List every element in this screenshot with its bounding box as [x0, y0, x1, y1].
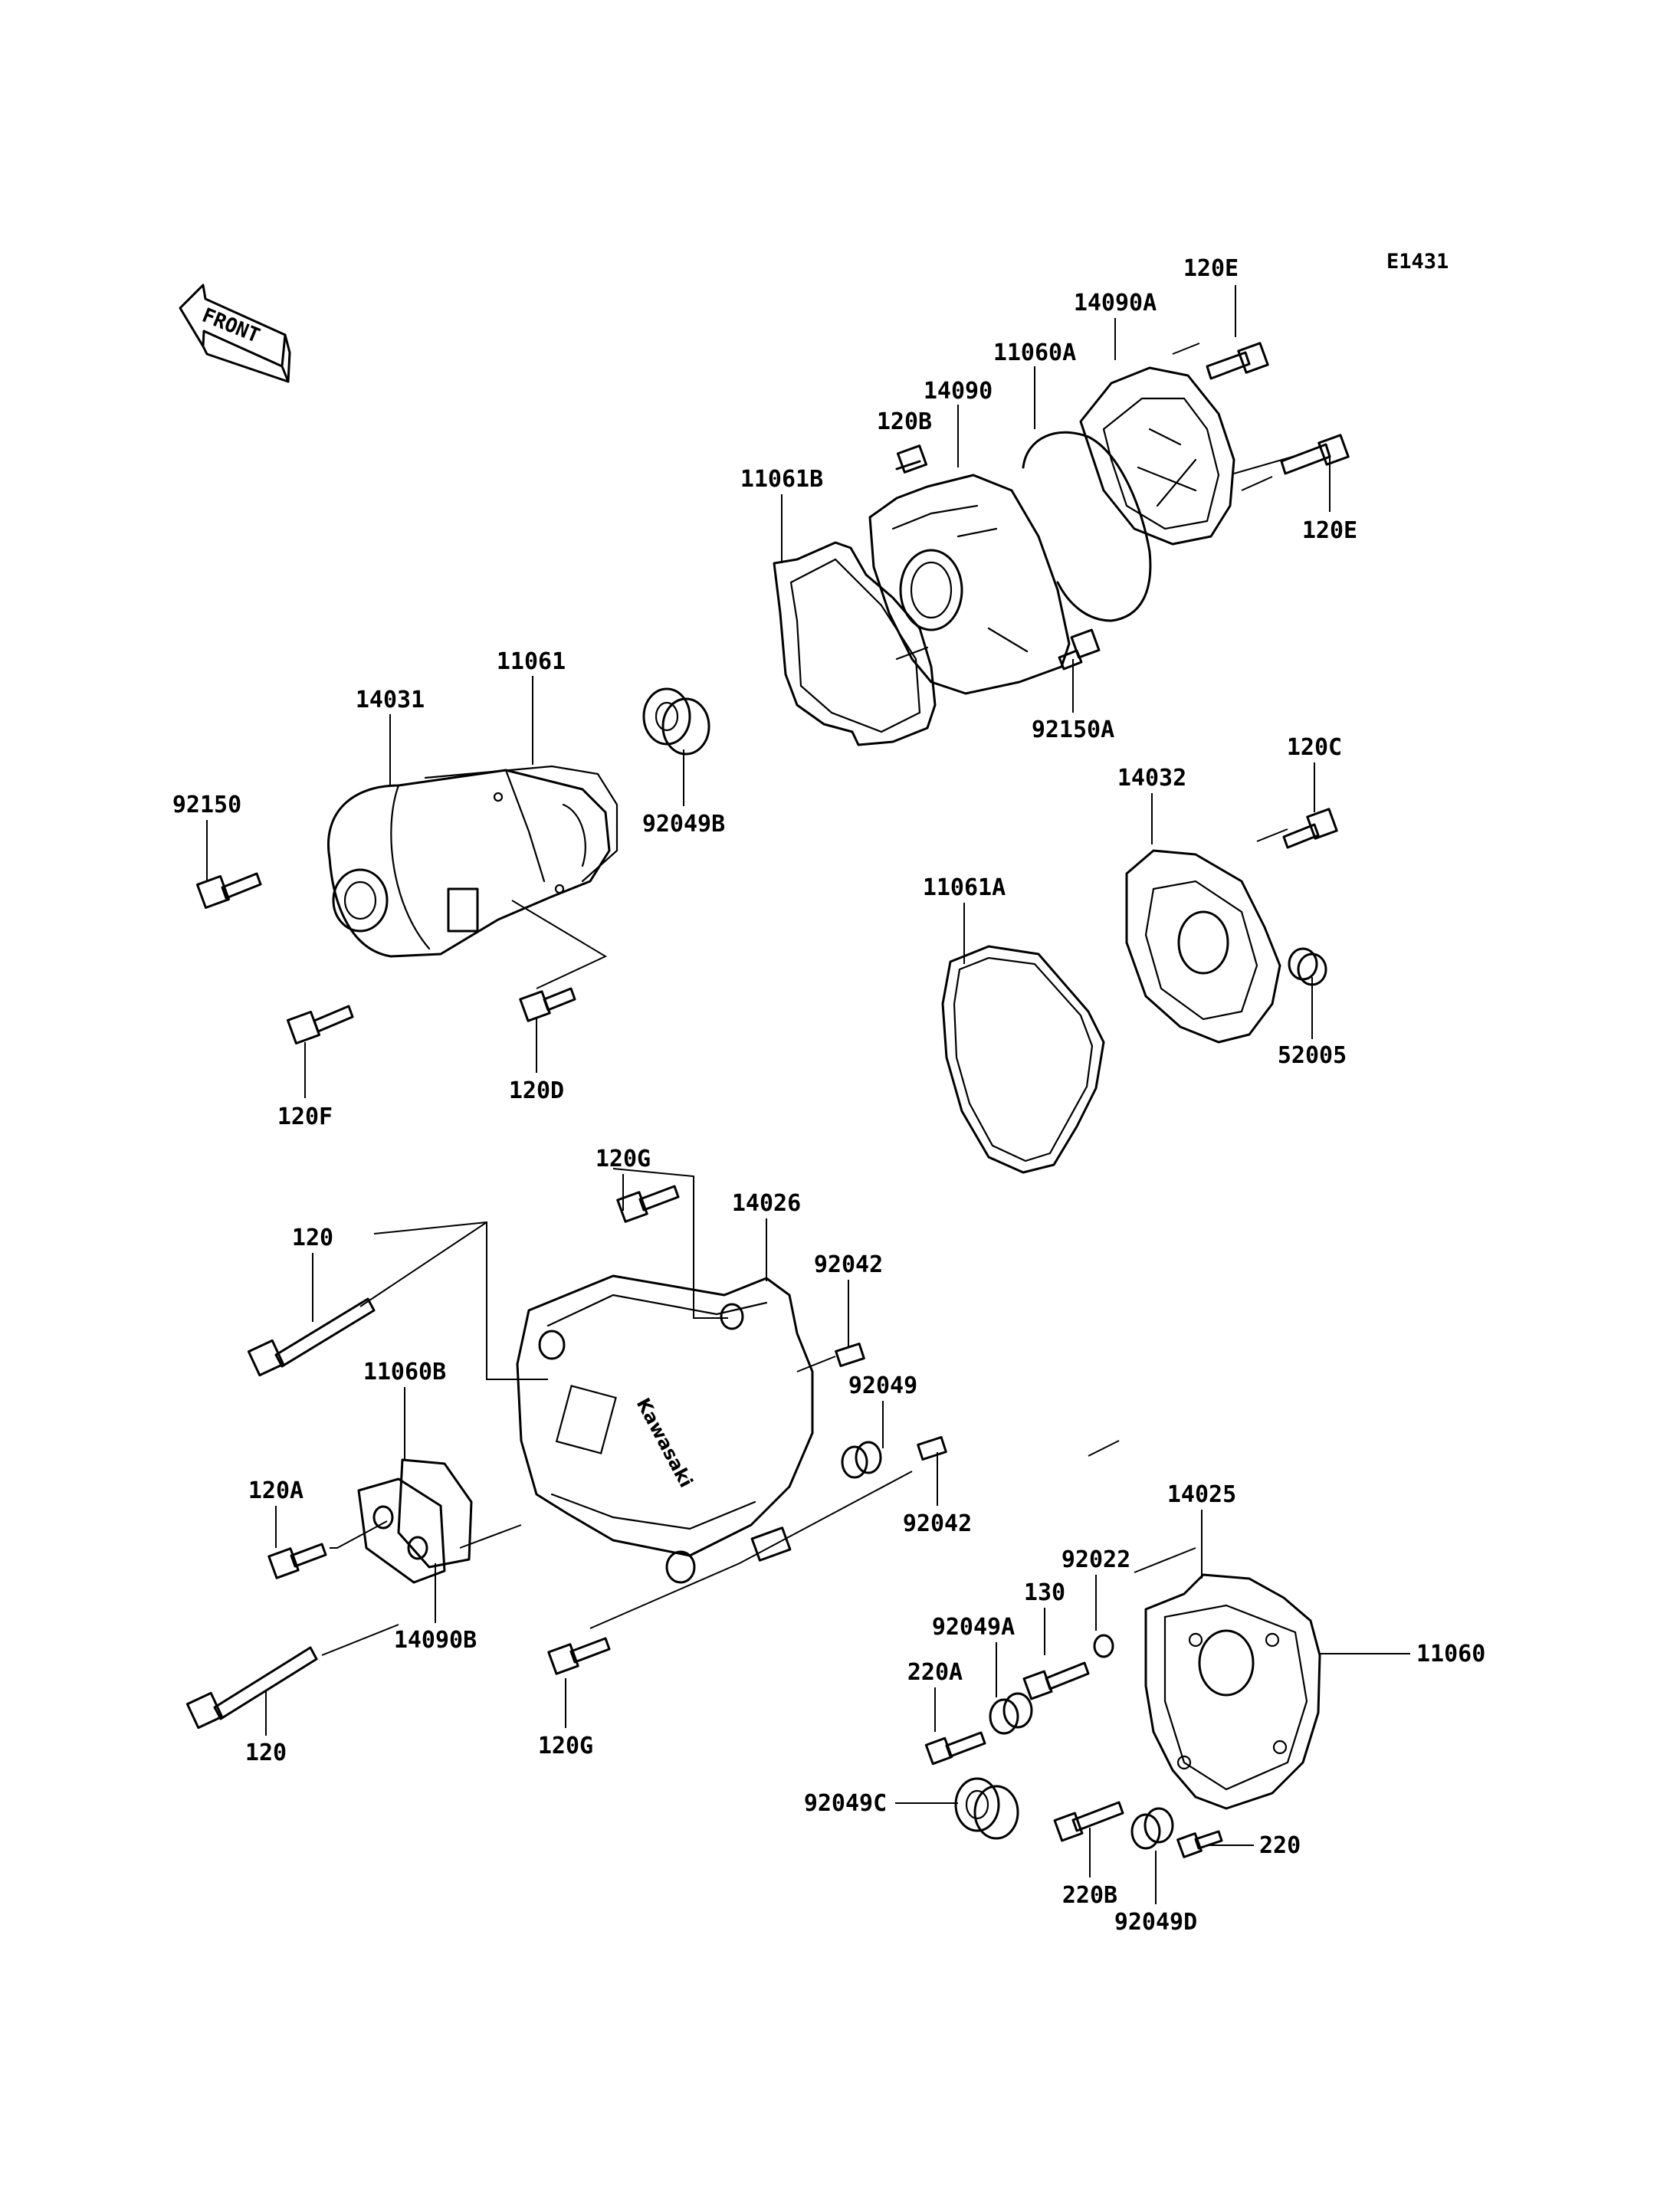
gasket-11061B — [773, 541, 937, 746]
plate-14090B — [357, 1477, 446, 1584]
label-220A: 220A — [907, 1659, 963, 1686]
label-120E-right: 120E — [1302, 517, 1357, 544]
collar-92049D — [1130, 1807, 1174, 1850]
gasket-11060B — [397, 1458, 473, 1569]
label-92150: 92150 — [172, 792, 241, 818]
label-11060A: 11060A — [993, 339, 1076, 366]
drawing-code: E1431 — [1386, 250, 1449, 274]
label-52005: 52005 — [1278, 1042, 1347, 1069]
cover-14031 — [327, 769, 611, 958]
bolt-120C — [1282, 808, 1338, 849]
label-92049D: 92049D — [1114, 1909, 1197, 1936]
label-14026: 14026 — [732, 1190, 801, 1217]
bolt-120G-top — [616, 1185, 680, 1223]
label-14090A: 14090A — [1074, 290, 1157, 316]
bolt-120E-top — [1206, 342, 1269, 380]
plug-52005 — [1288, 947, 1327, 986]
bolt-120B — [895, 444, 928, 474]
leader-lines — [206, 285, 1410, 1904]
label-92049A: 92049A — [932, 1614, 1015, 1641]
label-120-top: 120 — [292, 1225, 333, 1251]
label-120C: 120C — [1287, 734, 1342, 761]
label-120G-top: 120G — [596, 1146, 651, 1172]
bolt-220A — [924, 1731, 986, 1766]
cover-14090 — [868, 474, 1071, 695]
oring-11060A — [1022, 431, 1152, 622]
label-120E-top: 120E — [1183, 255, 1239, 282]
label-92150A: 92150A — [1032, 716, 1114, 743]
label-11061B: 11061B — [740, 466, 823, 493]
bolt-120D — [519, 987, 576, 1022]
label-11060: 11060 — [1416, 1641, 1485, 1667]
cover-14025 — [1144, 1573, 1321, 1810]
label-120G-bottom: 120G — [538, 1733, 593, 1759]
cover-14026: Kawasaki — [516, 1274, 814, 1584]
cap-14090A — [1079, 366, 1235, 546]
bolt-120-bottom — [185, 1646, 318, 1730]
bolt-220B — [1053, 1801, 1124, 1842]
label-14090: 14090 — [924, 378, 993, 405]
label-92049: 92049 — [848, 1372, 917, 1399]
label-14031: 14031 — [356, 687, 425, 713]
seal-92049C — [954, 1777, 1019, 1840]
label-120D: 120D — [509, 1077, 564, 1104]
bolt-92150A — [1058, 628, 1101, 671]
gasket-11061 — [424, 765, 619, 883]
label-11060B: 11060B — [363, 1359, 446, 1385]
bolt-120E-right — [1280, 434, 1350, 475]
bolt-92150 — [195, 872, 262, 910]
label-92049C: 92049C — [804, 1790, 887, 1817]
front-arrow-icon: FRONT — [179, 284, 291, 383]
label-11061A: 11061A — [923, 874, 1006, 901]
label-92049B: 92049B — [642, 811, 725, 838]
dowel-92042-bottom — [917, 1436, 947, 1461]
gasket-11061A — [941, 945, 1105, 1174]
label-220B: 220B — [1062, 1882, 1117, 1909]
bolt-220 — [1176, 1830, 1223, 1858]
label-130: 130 — [1024, 1579, 1065, 1606]
label-120B: 120B — [877, 408, 932, 435]
bolt-120A — [267, 1543, 327, 1579]
label-14090B: 14090B — [394, 1627, 477, 1654]
label-92042-bottom: 92042 — [903, 1510, 972, 1537]
bolt-120G-bottom — [547, 1637, 611, 1675]
washer-92022 — [1093, 1634, 1114, 1658]
dowel-92042-top — [835, 1343, 865, 1367]
label-11061: 11061 — [497, 648, 566, 675]
label-14032: 14032 — [1117, 765, 1186, 792]
bolt-120F — [286, 1005, 354, 1045]
label-92042-top: 92042 — [814, 1251, 883, 1278]
label-120A: 120A — [248, 1477, 304, 1504]
label-120-bottom: 120 — [245, 1740, 287, 1766]
label-14025: 14025 — [1167, 1481, 1236, 1508]
seal-92049B — [642, 687, 710, 756]
label-120F: 120F — [277, 1103, 333, 1130]
collar-92049 — [841, 1441, 882, 1479]
bolt-120-top — [247, 1297, 376, 1377]
cover-14032 — [1125, 849, 1281, 1044]
brand-mark: Kawasaki — [632, 1395, 697, 1491]
label-92022: 92022 — [1061, 1546, 1130, 1573]
bolt-130 — [1022, 1661, 1090, 1700]
collar-92049A — [989, 1692, 1033, 1735]
label-220: 220 — [1259, 1832, 1301, 1859]
